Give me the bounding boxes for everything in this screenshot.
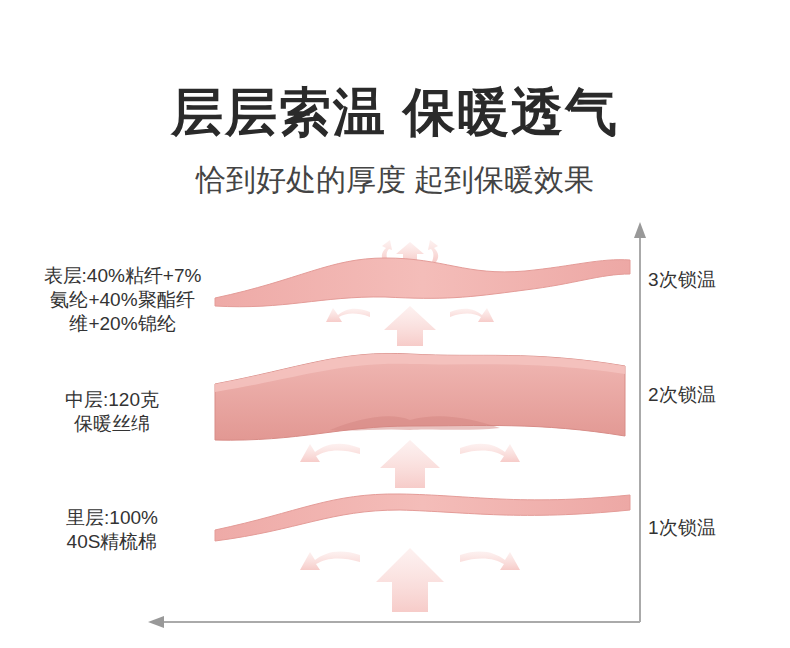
inner-layer (215, 494, 630, 541)
main-title: 层层索温 保暖透气 (0, 78, 790, 148)
layer-material: 表层:40%粘纤+7%氨纶+40%聚酯纤维+20%锦纶 (42, 264, 203, 335)
middle-layer (215, 353, 625, 440)
lock-step: 3次锁温 (648, 268, 748, 292)
layer-material: 里层:100% 40S精梳棉 (57, 506, 167, 554)
lock-step: 2次锁温 (648, 383, 748, 407)
axis (148, 222, 646, 628)
outer-layer (215, 258, 630, 307)
lock-step: 1次锁温 (648, 516, 748, 540)
subtitle: 恰到好处的厚度 起到保暖效果 (0, 160, 790, 201)
layer-material: 中层:120克保暖丝绵 (62, 388, 162, 436)
